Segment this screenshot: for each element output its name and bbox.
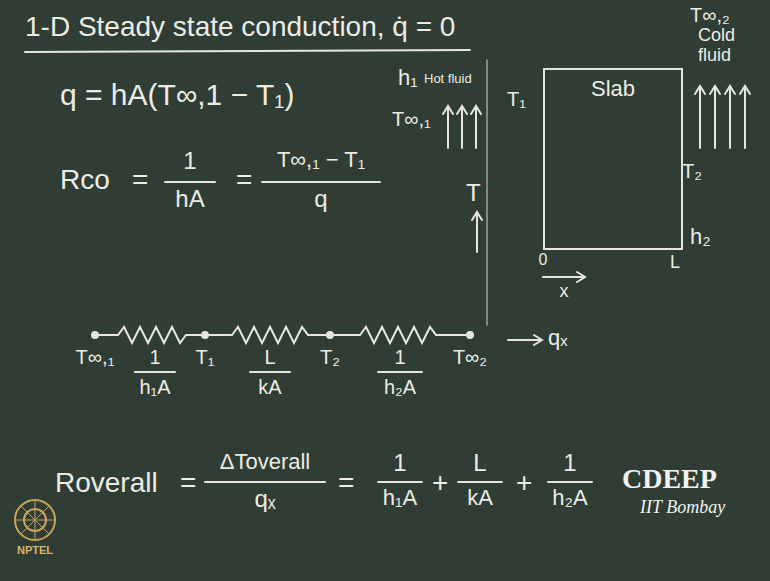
fluid-label: Hot fluid [424,72,472,86]
fraction-denominator: h₁A [139,376,170,398]
node-temperature: T₂ [320,346,340,368]
temperature-label: T₁ [507,88,526,110]
plus-sign: + [432,468,448,499]
fraction-denominator: hA [175,186,204,212]
equals-sign: = [236,165,252,196]
fraction-numerator: T∞,₁ − T₁ [277,148,365,172]
fraction-bar [205,481,325,483]
fraction-bar [378,481,422,483]
coefficient-label: h₁ [398,66,418,90]
fraction-bar [378,371,422,373]
fraction-bar [458,481,502,483]
resistor-circuit [92,327,473,343]
fraction-denominator: h₁A [383,486,417,510]
temperature-label: T∞,₁ [392,108,431,130]
title-underline [25,50,470,52]
watermark: IIT Bombay [640,498,725,518]
resistance-symbol: Roverall [55,468,158,499]
axis-label: 0 [539,251,548,269]
equals-sign: = [132,165,148,196]
resistance-symbol: Rco [60,165,110,196]
fraction-bar [548,481,592,483]
equals-sign: = [338,468,354,499]
fraction-numerator: 1 [149,346,160,368]
fraction-denominator: kA [258,376,281,398]
heat-equation: q = hA(T∞,1 − T₁) [60,78,294,111]
temperature-label: T [466,180,481,206]
fraction-bar [135,371,175,373]
x-axis-arrow [543,272,585,282]
nptel-logo [15,500,55,540]
node-temperature: T₁ [196,346,215,368]
fraction-denominator: h₂A [552,486,587,510]
fraction-denominator: q [314,186,327,212]
fraction-denominator: h₂A [384,376,416,398]
temperature-arrow [472,212,482,252]
fluid-label: Cold fluid [698,26,752,66]
board-title: 1-D Steady state conduction, q̇ = 0 [25,12,455,43]
fraction-numerator: 1 [183,148,196,174]
watermark: CDEEP [622,464,717,495]
heat-flow-arrow [508,335,542,345]
watermark: NPTEL [17,544,53,556]
fraction-denominator: kA [467,486,493,510]
temperature-label: T₂ [682,160,702,182]
fraction-denominator: qₓ [254,486,275,512]
fraction-bar [250,371,290,373]
plus-sign: + [516,468,532,499]
fraction-numerator: L [264,346,275,368]
board-seam [486,60,488,325]
hot-fluid-arrows [443,106,481,148]
node-temperature: T∞,₁ [76,346,115,368]
fraction-numerator: 1 [393,450,406,476]
cold-fluid-arrows [695,86,750,148]
node-label: Slab [545,70,681,102]
fraction-bar [262,181,380,183]
heat-flux-label: qₓ [548,326,567,350]
axis-label: L [670,253,680,273]
fraction-numerator: ΔToverall [220,450,311,474]
fraction-numerator: L [473,450,486,476]
node-temperature: T∞₂ [453,346,487,368]
slab-box: Slab [543,68,683,250]
fraction-bar [165,181,215,183]
fraction-numerator: 1 [563,450,576,476]
equals-sign: = [180,468,196,499]
axis-label: x [560,282,569,302]
temperature-label: T∞,₂ [690,4,730,26]
coefficient-label: h₂ [690,225,711,249]
fraction-numerator: 1 [394,346,405,368]
